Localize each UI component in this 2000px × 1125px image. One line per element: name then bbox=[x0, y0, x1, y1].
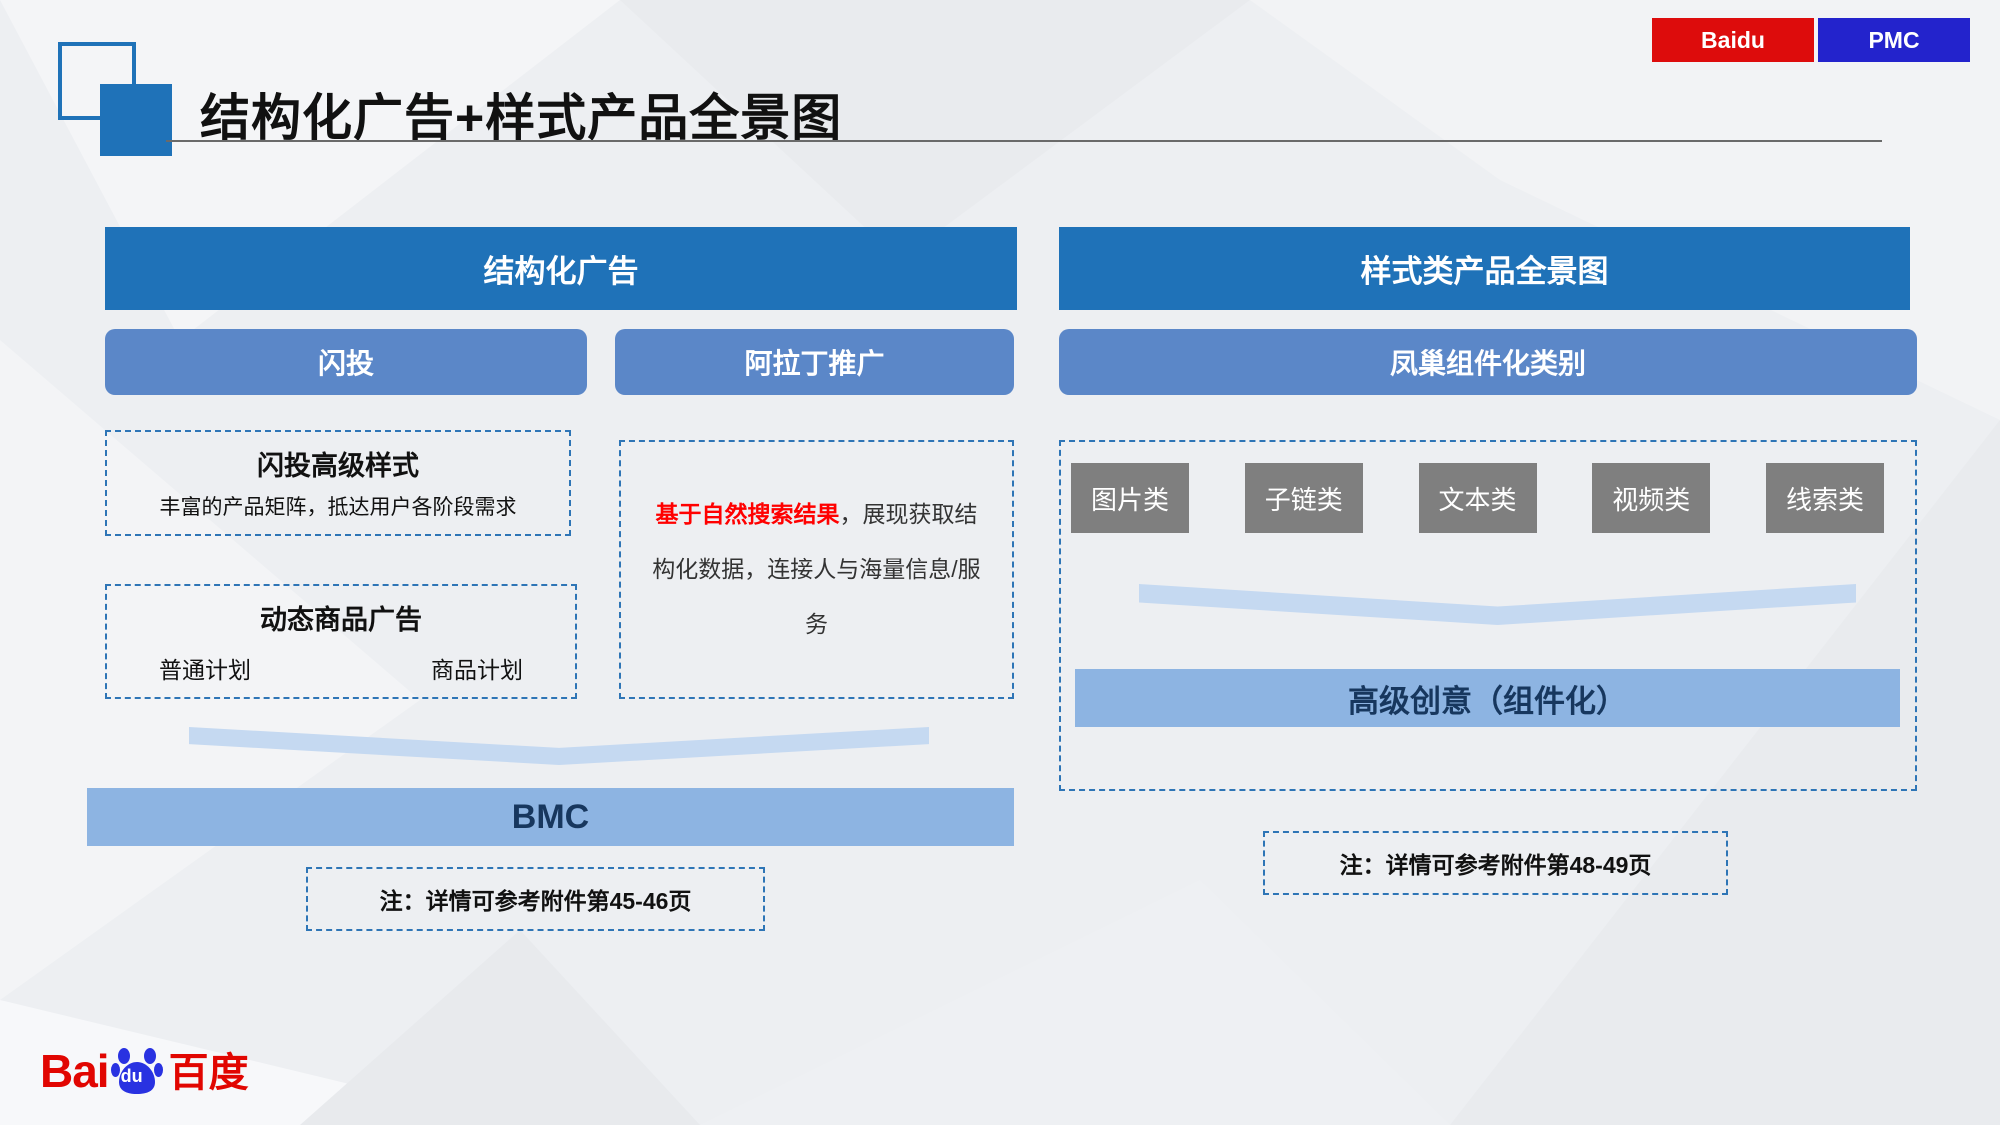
baidu-logo: Bai du 百度 bbox=[40, 1040, 249, 1098]
page-title: 结构化广告+样式产品全景图 bbox=[200, 90, 843, 146]
left-panel-header: 结构化广告 bbox=[105, 227, 1017, 310]
aladdin-highlight-text: 基于自然搜索结果 bbox=[655, 500, 840, 527]
dynamic-goods-title: 动态商品广告 bbox=[260, 605, 422, 635]
aladdin-rest-text: ，展现获取结构化数据，连接人与海量信息/服务 bbox=[652, 500, 981, 638]
title-divider bbox=[166, 140, 1882, 142]
category-image: 图片类 bbox=[1071, 463, 1189, 533]
title-filled-square bbox=[100, 84, 172, 156]
category-lead: 线索类 bbox=[1766, 463, 1884, 533]
dynamic-item-normal-plan: 普通计划 bbox=[159, 657, 251, 683]
left-column-shantou: 闪投 bbox=[105, 329, 587, 395]
title-outline-square bbox=[58, 42, 136, 120]
category-text: 文本类 bbox=[1418, 463, 1537, 533]
dynamic-goods-items: 普通计划 商品计划 bbox=[107, 637, 575, 685]
pmc-badge[interactable]: PMC bbox=[1818, 18, 1970, 62]
fengchao-subheader: 凤巢组件化类别 bbox=[1059, 329, 1917, 395]
baidu-badge[interactable]: Baidu bbox=[1652, 18, 1814, 62]
category-row: 图片类 子链类 文本类 视频类 线索类 bbox=[1071, 463, 1884, 533]
bmc-bar: BMC bbox=[87, 788, 1014, 846]
advanced-creative-bar: 高级创意（组件化） bbox=[1075, 669, 1900, 727]
category-sublink: 子链类 bbox=[1244, 463, 1363, 533]
aladdin-description-text: 基于自然搜索结果，展现获取结构化数据，连接人与海量信息/服务 bbox=[649, 487, 984, 653]
category-video: 视频类 bbox=[1592, 463, 1711, 533]
left-column-aladdin: 阿拉丁推广 bbox=[615, 329, 1014, 395]
right-panel-header: 样式类产品全景图 bbox=[1059, 227, 1910, 310]
baidu-logo-du: du bbox=[120, 1066, 143, 1086]
baidu-logo-chinese: 百度 bbox=[168, 1051, 249, 1095]
left-note-box: 注：详情可参考附件第45-46页 bbox=[306, 867, 765, 931]
component-category-box bbox=[1059, 440, 1917, 791]
baidu-paw-icon: du bbox=[110, 1044, 163, 1096]
right-note-box: 注：详情可参考附件第48-49页 bbox=[1263, 831, 1728, 895]
aladdin-description-box: 基于自然搜索结果，展现获取结构化数据，连接人与海量信息/服务 bbox=[619, 440, 1014, 699]
premium-style-box: 闪投高级样式 丰富的产品矩阵，抵达用户各阶段需求 bbox=[105, 430, 571, 536]
dynamic-goods-box: 动态商品广告 普通计划 商品计划 bbox=[105, 584, 577, 699]
left-chevron-arrow bbox=[189, 727, 929, 765]
premium-style-title: 闪投高级样式 bbox=[257, 451, 419, 481]
premium-style-subtitle: 丰富的产品矩阵，抵达用户各阶段需求 bbox=[159, 496, 517, 519]
dynamic-item-goods-plan: 商品计划 bbox=[431, 657, 523, 683]
baidu-logo-bai: Bai bbox=[40, 1045, 110, 1097]
